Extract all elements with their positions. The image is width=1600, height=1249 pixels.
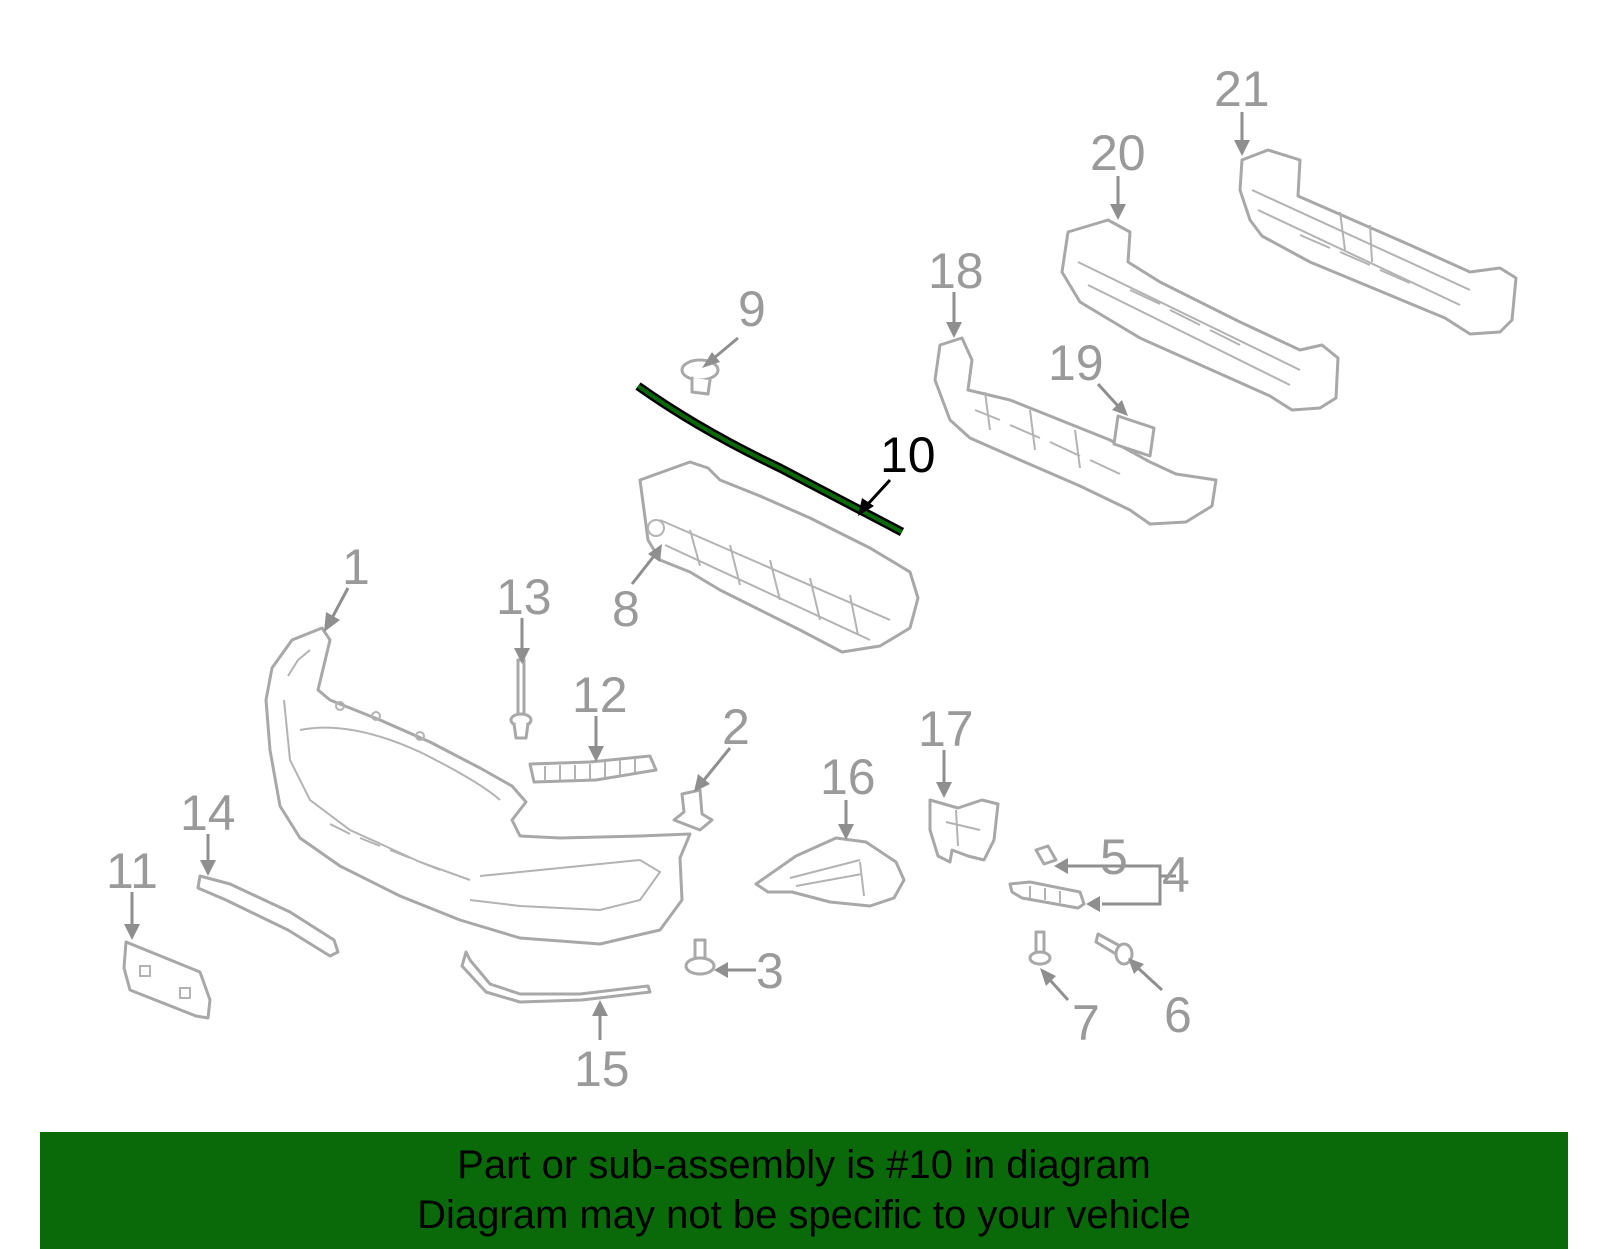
- part-21-reinforcement[interactable]: [1238, 148, 1518, 336]
- label-12: 12: [572, 667, 628, 723]
- part-8-carrier[interactable]: [638, 460, 920, 654]
- part-15-lower-trim[interactable]: [460, 950, 652, 1004]
- part-13-bolt[interactable]: [509, 658, 533, 740]
- parts-diagram: 1 2 3 4 5 6 7 8 9 10 11 12 13 14 15 16 1…: [106, 61, 1518, 1097]
- label-2: 2: [722, 699, 750, 755]
- part-9-clip[interactable]: [680, 358, 720, 396]
- part-19-pad[interactable]: [1112, 414, 1156, 458]
- label-7: 7: [1072, 995, 1100, 1051]
- banner-line-1: Part or sub-assembly is #10 in diagram: [457, 1143, 1151, 1187]
- label-13: 13: [496, 569, 552, 625]
- label-4: 4: [1162, 847, 1190, 903]
- label-10: 10: [880, 427, 936, 483]
- part-1-bumper-cover[interactable]: [264, 626, 692, 946]
- info-banner: Part or sub-assembly is #10 in diagram D…: [40, 1132, 1568, 1249]
- label-15: 15: [574, 1041, 630, 1097]
- part-4-retainer[interactable]: [1008, 880, 1086, 910]
- label-5: 5: [1100, 829, 1128, 885]
- part-5-pad[interactable]: [1034, 844, 1058, 866]
- label-21: 21: [1214, 61, 1270, 117]
- part-14-lower-strip[interactable]: [196, 874, 340, 958]
- part-17-bracket[interactable]: [928, 798, 1000, 864]
- callout-labels: 1 2 3 4 5 6 7 8 9 10 11 12 13 14 15 16 1…: [106, 61, 1270, 1097]
- label-17: 17: [918, 701, 974, 757]
- part-10-strip[interactable]: [635, 382, 905, 536]
- part-16-bezel[interactable]: [754, 836, 906, 908]
- part-12-strip[interactable]: [528, 754, 658, 784]
- label-16: 16: [820, 749, 876, 805]
- label-9: 9: [738, 281, 766, 337]
- label-11: 11: [106, 843, 158, 899]
- part-6-bolt[interactable]: [1094, 932, 1134, 966]
- banner-line-2: Diagram may not be specific to your vehi…: [417, 1193, 1191, 1237]
- leader-arrows: [124, 112, 1250, 1040]
- label-19: 19: [1048, 335, 1104, 391]
- part-18-absorber[interactable]: [933, 336, 1218, 526]
- part-11-license-bracket[interactable]: [122, 940, 212, 1020]
- part-20-reinforcement[interactable]: [1060, 218, 1340, 412]
- part-7-screw[interactable]: [1028, 930, 1052, 966]
- part-3-bolt[interactable]: [684, 938, 716, 976]
- label-20: 20: [1090, 125, 1146, 181]
- label-6: 6: [1164, 987, 1192, 1043]
- label-8: 8: [612, 581, 640, 637]
- label-18: 18: [928, 243, 984, 299]
- label-3: 3: [756, 943, 784, 999]
- part-2-clip[interactable]: [672, 788, 714, 832]
- label-14: 14: [180, 785, 236, 841]
- label-1: 1: [342, 539, 370, 595]
